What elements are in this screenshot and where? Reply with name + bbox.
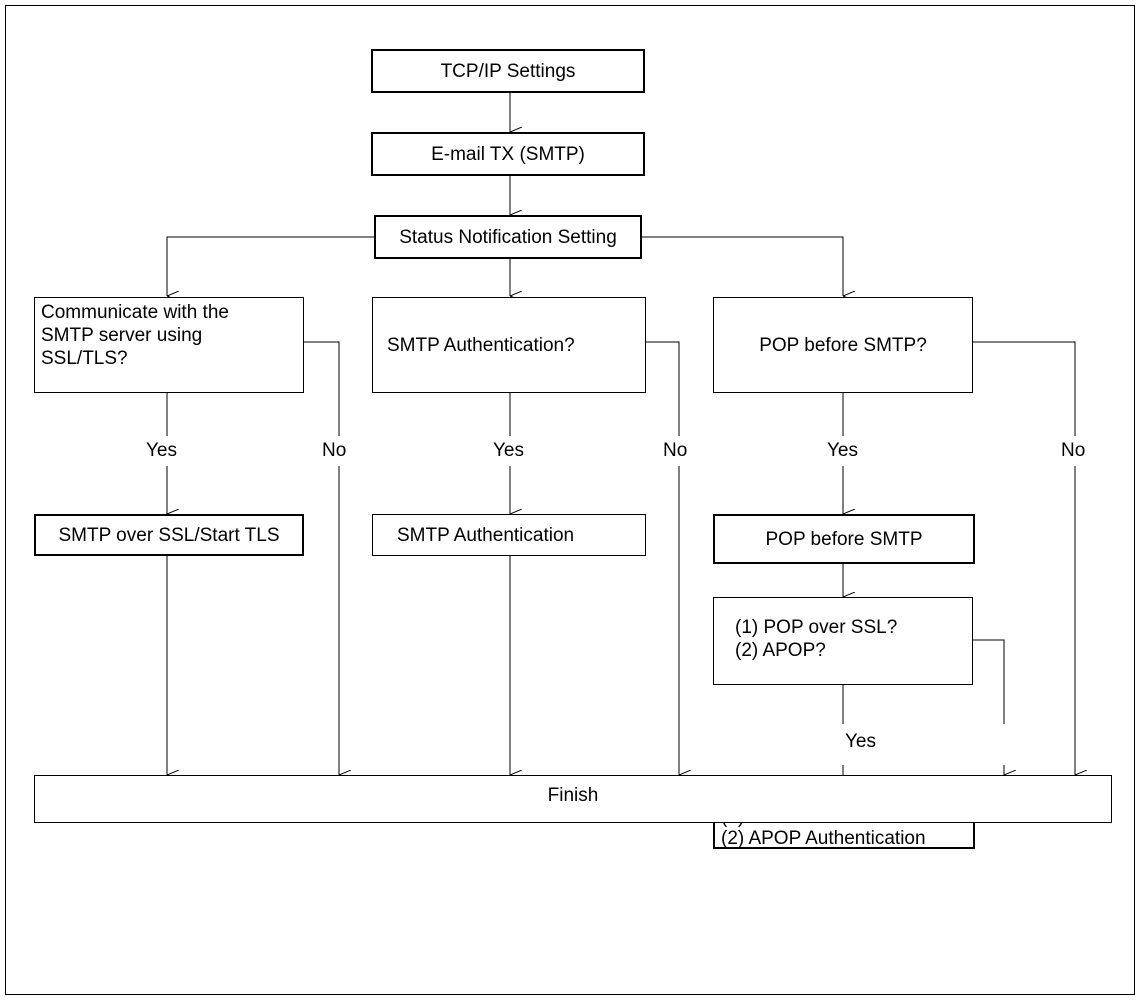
node-tcpip-settings: TCP/IP Settings <box>371 49 645 93</box>
node-question-pop-ssl-apop: (1) POP over SSL? (2) APOP? <box>713 597 973 685</box>
label-yes-pop: Yes <box>825 440 860 462</box>
node-question-pop-before-smtp-label: POP before SMTP? <box>759 334 927 356</box>
node-question-smtp-auth: SMTP Authentication? <box>372 297 646 393</box>
question-ssl-line-1: Communicate with the <box>41 302 229 323</box>
question-pop-ssl-line-1: (1) POP over SSL? <box>735 617 898 638</box>
node-smtp-over-ssl: SMTP over SSL/Start TLS <box>34 514 304 556</box>
node-smtp-authentication-label: SMTP Authentication <box>397 524 575 546</box>
edge-ssl-no <box>303 341 340 436</box>
node-finish-label: Finish <box>547 784 599 806</box>
question-ssl-line-3: SSL/TLS? <box>41 348 128 369</box>
edge-status-pop <box>642 236 843 296</box>
label-no-pop: No <box>1059 440 1088 462</box>
node-pop-before-smtp-label: POP before SMTP <box>765 528 923 550</box>
node-status-notification: Status Notification Setting <box>374 215 642 259</box>
node-tcpip-settings-label: TCP/IP Settings <box>440 60 576 82</box>
node-pop-before-smtp: POP before SMTP <box>713 514 975 564</box>
node-smtp-over-ssl-label: SMTP over SSL/Start TLS <box>58 524 280 546</box>
diagram-frame <box>5 5 1135 995</box>
node-question-smtp-auth-label: SMTP Authentication? <box>387 334 575 356</box>
edge-pop-no <box>972 341 1076 436</box>
label-no-ssl: No <box>320 440 349 462</box>
edge-qpopssl-no <box>972 639 1005 724</box>
label-no-smtp-auth: No <box>661 440 690 462</box>
node-status-notification-label: Status Notification Setting <box>399 226 617 248</box>
edge-status-ssl <box>166 236 375 296</box>
node-smtp-authentication: SMTP Authentication <box>372 514 646 556</box>
label-yes-ssl: Yes <box>144 440 179 462</box>
question-ssl-line-2: SMTP server using <box>41 325 203 346</box>
node-finish: Finish <box>34 775 1112 823</box>
question-pop-ssl-line-2: (2) APOP? <box>735 640 826 661</box>
label-yes-pop-ssl: Yes <box>843 731 878 753</box>
edge-smtpauth-no <box>645 341 680 436</box>
label-yes-smtp-auth: Yes <box>491 440 526 462</box>
node-question-pop-before-smtp: POP before SMTP? <box>713 297 973 393</box>
node-question-ssl-tls: Communicate with the SMTP server using S… <box>34 297 304 393</box>
node-email-tx-label: E-mail TX (SMTP) <box>431 143 585 165</box>
pop-ssl-line-2: (2) APOP Authentication <box>721 828 926 849</box>
node-email-tx: E-mail TX (SMTP) <box>371 132 645 176</box>
